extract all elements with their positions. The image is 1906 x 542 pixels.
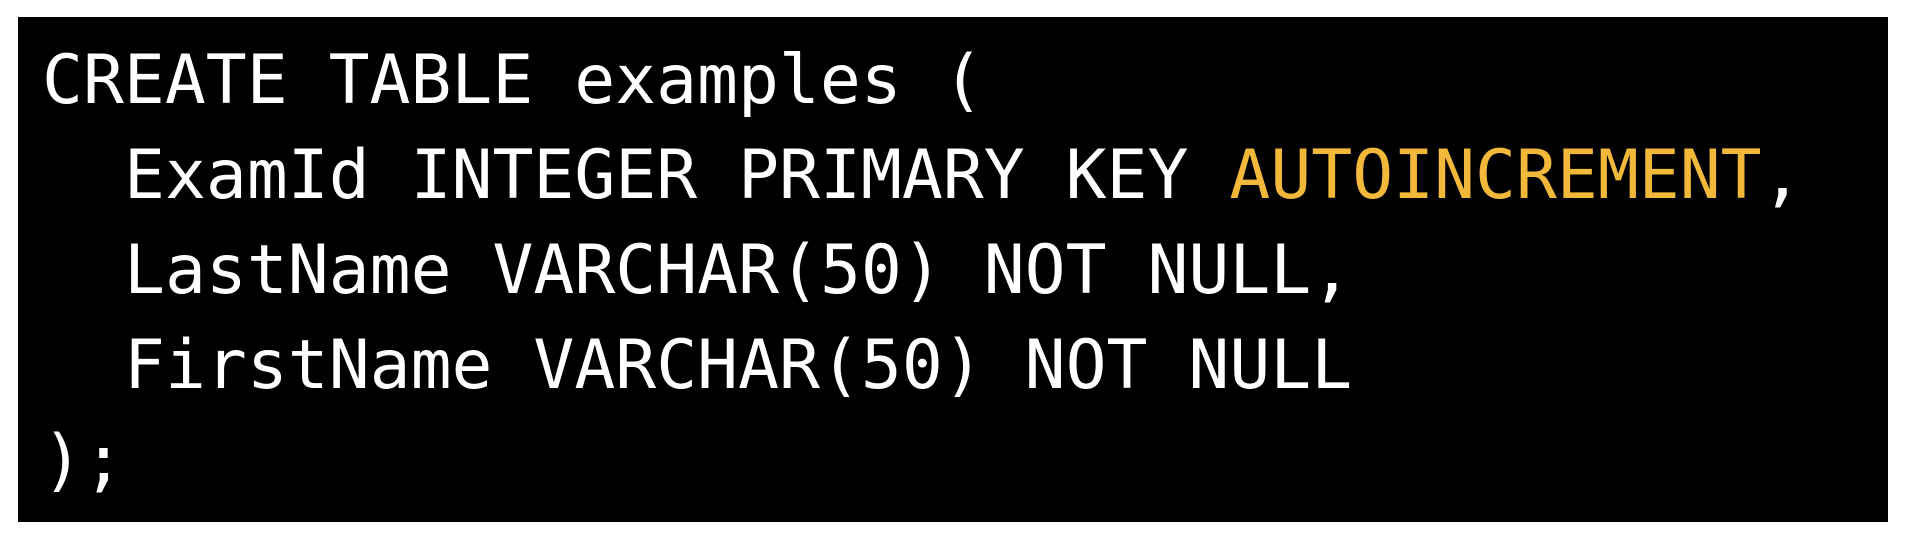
code-line-3: LastName VARCHAR(50) NOT NULL, — [42, 223, 1888, 318]
code-line-5: ); — [42, 421, 124, 500]
code-block: CREATE TABLE examples ( ExamId INTEGER P… — [18, 17, 1888, 522]
code-line-2: ExamId INTEGER PRIMARY KEY AUTOINCREMENT… — [42, 128, 1888, 223]
code-line-1: CREATE TABLE examples ( — [42, 41, 984, 120]
autoincrement-keyword: AUTOINCREMENT — [1229, 136, 1762, 215]
code-line-3-text: LastName VARCHAR(50) NOT NULL, — [124, 231, 1353, 310]
code-line-4-text: FirstName VARCHAR(50) NOT NULL — [124, 326, 1353, 405]
code-line-2-before: ExamId INTEGER PRIMARY KEY — [124, 136, 1230, 215]
code-line-4: FirstName VARCHAR(50) NOT NULL — [42, 318, 1888, 413]
code-line-2-after: , — [1761, 136, 1803, 215]
